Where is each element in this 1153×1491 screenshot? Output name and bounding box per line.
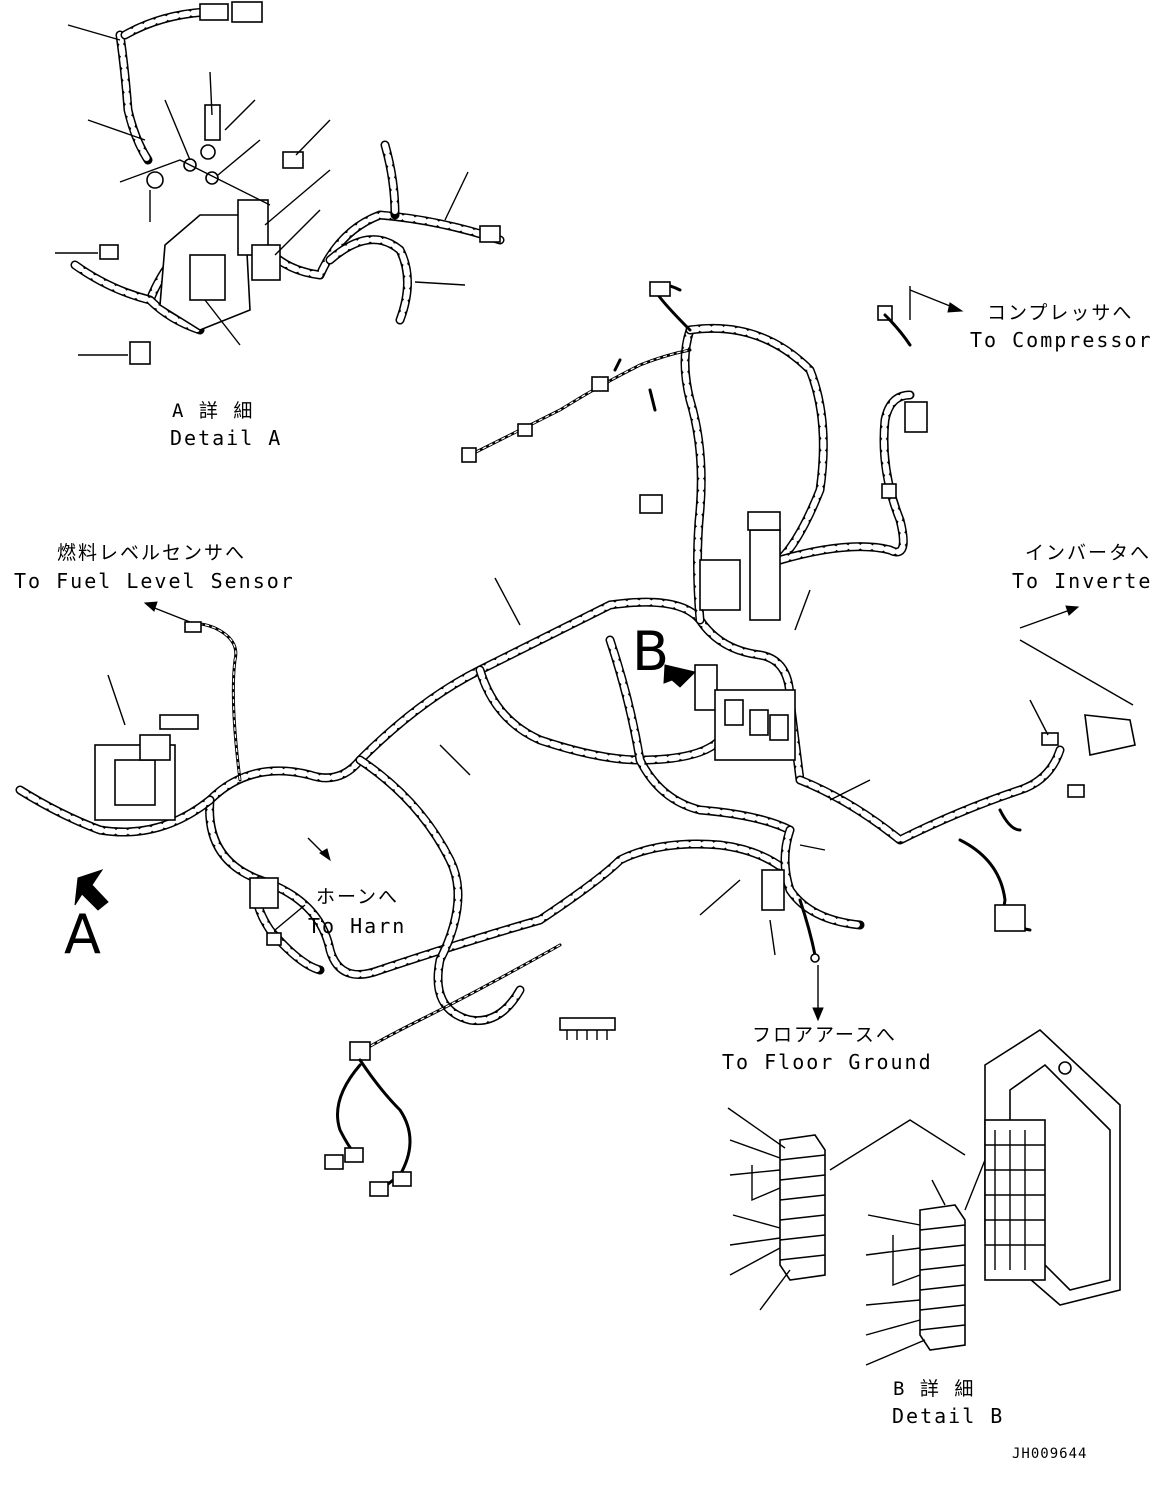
detail-a-jp-label: A 詳 細: [172, 400, 255, 422]
detail-b-en-label: Detail B: [892, 1404, 1005, 1428]
compressor-jp-label: コンプレッサへ: [987, 302, 1134, 324]
horn-en-label: To Harn: [308, 914, 407, 938]
view-b-arrow: [663, 664, 696, 688]
view-a-arrow: [74, 869, 109, 911]
inverter-jp-label: インバータへ: [1025, 542, 1152, 564]
main-harness-illustration: [15, 281, 1136, 1197]
view-b-marker: B: [632, 620, 670, 683]
detail-b-illustration: [727, 1028, 1121, 1366]
detail-a-illustration: [55, 1, 505, 365]
drawing-code: JH009644: [1012, 1446, 1088, 1462]
fuel-sensor-en-label: To Fuel Level Sensor: [14, 569, 295, 593]
compressor-en-label: To Compressor: [970, 328, 1153, 352]
horn-jp-label: ホーンへ: [316, 886, 400, 908]
floor-ground-en-label: To Floor Ground: [722, 1050, 933, 1074]
inverter-en-label: To Inverter: [1012, 569, 1153, 593]
detail-b-jp-label: B 詳 細: [893, 1378, 976, 1400]
view-a-marker: A: [64, 903, 101, 966]
floor-ground-jp-label: フロアアースへ: [752, 1024, 897, 1046]
detail-a-en-label: Detail A: [170, 426, 283, 450]
direction-arrows: [74, 286, 1134, 1022]
fuel-sensor-jp-label: 燃料レベルセンサへ: [57, 542, 247, 564]
